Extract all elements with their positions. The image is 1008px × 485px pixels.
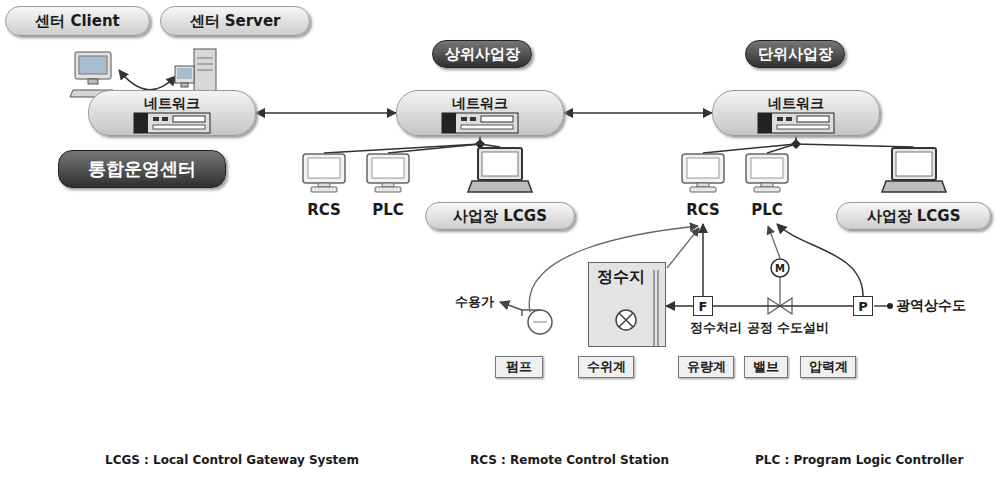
connector <box>702 224 704 296</box>
laptop-icon <box>881 146 947 194</box>
footnote: LCGS : Local Control Gateway System <box>105 453 359 467</box>
node-label: 유량계 <box>687 358 726 376</box>
site-title: 단위사업장 <box>745 40 845 68</box>
connector <box>703 136 796 153</box>
footnote: PLC : Program Logic Controller <box>755 453 963 467</box>
connector <box>666 305 693 307</box>
node-label: RCS <box>307 201 341 219</box>
node-label: 네트워크 <box>452 95 508 113</box>
supply-pipe <box>874 305 889 307</box>
node-label: PLC <box>751 201 783 219</box>
annotation: 정수처리 공정 수도설비 <box>690 319 829 337</box>
connector <box>713 305 853 307</box>
terminal-node: RCS <box>677 152 729 222</box>
signal-line <box>768 226 780 258</box>
title-pill: 센터 Client <box>5 6 150 36</box>
connector <box>256 112 396 114</box>
annotation: 광역상수도 <box>896 297 966 315</box>
node-label: RCS <box>686 201 720 219</box>
node-label: 밸브 <box>753 358 779 376</box>
instrument-tag: 수위계 <box>578 356 634 378</box>
instrument-tag: 유량계 <box>678 356 734 378</box>
device-icon <box>757 112 835 134</box>
node-label: 사업장 LCGS <box>453 207 547 226</box>
connector <box>777 224 863 296</box>
node-label: 네트워크 <box>144 95 200 113</box>
node-label: 상위사업장 <box>445 45 520 64</box>
connector <box>564 112 712 114</box>
sensor-box: F <box>693 296 713 316</box>
connector <box>767 136 796 153</box>
terminal-node: PLC <box>741 152 793 222</box>
node-label: 펌프 <box>506 358 532 376</box>
mon-icon <box>680 152 726 194</box>
title-pill: 사업장 LCGS <box>425 202 575 230</box>
node-label: P <box>858 299 868 314</box>
instrument-tag: 펌프 <box>495 356 543 378</box>
terminal-node: RCS <box>298 152 350 222</box>
title-pill: 사업장 LCGS <box>836 202 991 230</box>
connector <box>324 136 480 153</box>
node-label: 압력계 <box>809 358 848 376</box>
pump-symbol <box>522 310 552 334</box>
connector <box>388 136 480 153</box>
node-label: 단위사업장 <box>758 45 833 64</box>
mon-icon <box>301 152 347 194</box>
node-label: 수위계 <box>587 358 626 376</box>
signal-line <box>667 228 699 268</box>
connector <box>796 136 914 147</box>
laptop-icon <box>467 146 533 194</box>
network-node: 네트워크 <box>396 90 564 136</box>
reservoir-box: 정수지 <box>588 262 666 347</box>
node-label: 네트워크 <box>768 95 824 113</box>
supply-dot <box>887 303 893 309</box>
title-pill: 센터 Server <box>160 6 310 36</box>
instrument-tag: 압력계 <box>800 356 856 378</box>
node-label: 센터 Client <box>35 12 120 31</box>
terminal-node: PLC <box>362 152 414 222</box>
gateway-node: 사업장 LCGS <box>425 146 575 232</box>
node-label: 정수지 <box>597 267 645 288</box>
connector <box>119 70 176 90</box>
sensor-box: P <box>853 296 873 316</box>
mon-icon <box>365 152 411 194</box>
device-icon <box>441 112 519 134</box>
node-label: 센터 Server <box>190 12 281 31</box>
gateway-node: 사업장 LCGS <box>836 146 991 232</box>
mon-icon <box>744 152 790 194</box>
node-label: PLC <box>372 201 404 219</box>
annotation: 수용가 <box>455 293 494 311</box>
connector <box>480 136 500 147</box>
node-label: 사업장 LCGS <box>867 207 961 226</box>
node-label: F <box>699 299 708 314</box>
site-title: 통합운영센터 <box>58 150 226 188</box>
site-title: 상위사업장 <box>432 40 532 68</box>
instrument-tag: 밸브 <box>744 356 788 378</box>
motor-letter: M <box>775 263 785 274</box>
footnote: RCS : Remote Control Station <box>470 453 669 467</box>
outlet-pipe <box>500 302 522 310</box>
network-node: 네트워크 <box>712 90 880 136</box>
device-icon <box>133 112 211 134</box>
node-label: 통합운영센터 <box>88 157 196 181</box>
network-node: 네트워크 <box>88 90 256 136</box>
